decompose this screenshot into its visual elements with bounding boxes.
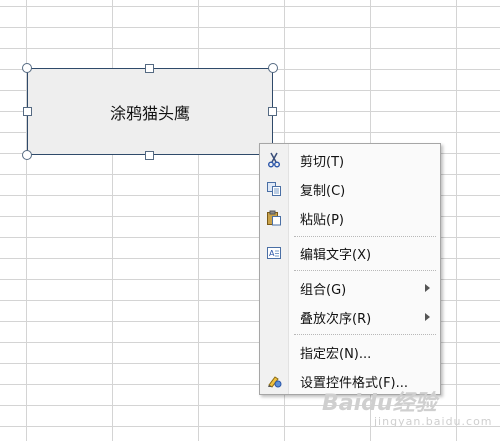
menu-item-paste[interactable]: 粘贴(P) [260,205,440,231]
watermark-subtext: jingyan.baidu.com [374,415,493,428]
menu-item-copy[interactable]: 复制(C) [260,176,440,202]
menu-item-label: 剪切(T) [300,154,345,170]
format-control-icon [268,376,282,388]
submenu-arrow-icon [425,313,430,321]
watermark-text: Baidu经验 [322,391,437,416]
menu-separator [294,334,436,335]
menu-item-cut[interactable]: 剪切(T) [260,147,440,173]
menu-item-edit-text[interactable]: A 编辑文字(X) [260,240,440,266]
menu-item-label: 复制(C) [300,183,346,199]
paste-icon [267,210,281,226]
submenu-arrow-icon [425,284,430,292]
resize-handle-right[interactable] [268,107,277,116]
menu-item-label: 组合(G) [300,282,347,298]
menu-item-label: 编辑文字(X) [300,247,372,263]
menu-separator [294,270,436,271]
resize-handle-bottom[interactable] [145,151,154,160]
context-menu: 剪切(T) 复制(C) 粘贴(P) A 编辑文字(X) [259,143,441,395]
resize-handle-top-right[interactable] [268,63,278,73]
menu-item-assign-macro[interactable]: 指定宏(N)... [260,339,440,365]
menu-item-order[interactable]: 叠放次序(R) [260,304,440,330]
menu-item-format-control[interactable]: 设置控件格式(F)... [260,368,440,394]
watermark: Baidu经验 jingyan.baidu.com [322,385,498,441]
resize-handle-bottom-left[interactable] [22,150,32,160]
edit-text-icon: A [267,247,281,259]
menu-item-group[interactable]: 组合(G) [260,275,440,301]
svg-text:A: A [269,249,275,258]
menu-item-label: 设置控件格式(F)... [300,375,409,391]
resize-handle-top[interactable] [145,64,154,73]
menu-item-label: 叠放次序(R) [300,311,372,327]
resize-handle-left[interactable] [23,107,32,116]
menu-item-label: 指定宏(N)... [300,346,372,362]
menu-separator [294,236,436,237]
menu-item-label: 粘贴(P) [300,212,344,228]
scissors-icon [268,152,280,168]
text-shape[interactable]: 涂鸦猫头鹰 [27,68,273,155]
resize-handle-top-left[interactable] [22,63,32,73]
shape-text: 涂鸦猫头鹰 [109,103,190,123]
copy-icon [267,182,281,196]
